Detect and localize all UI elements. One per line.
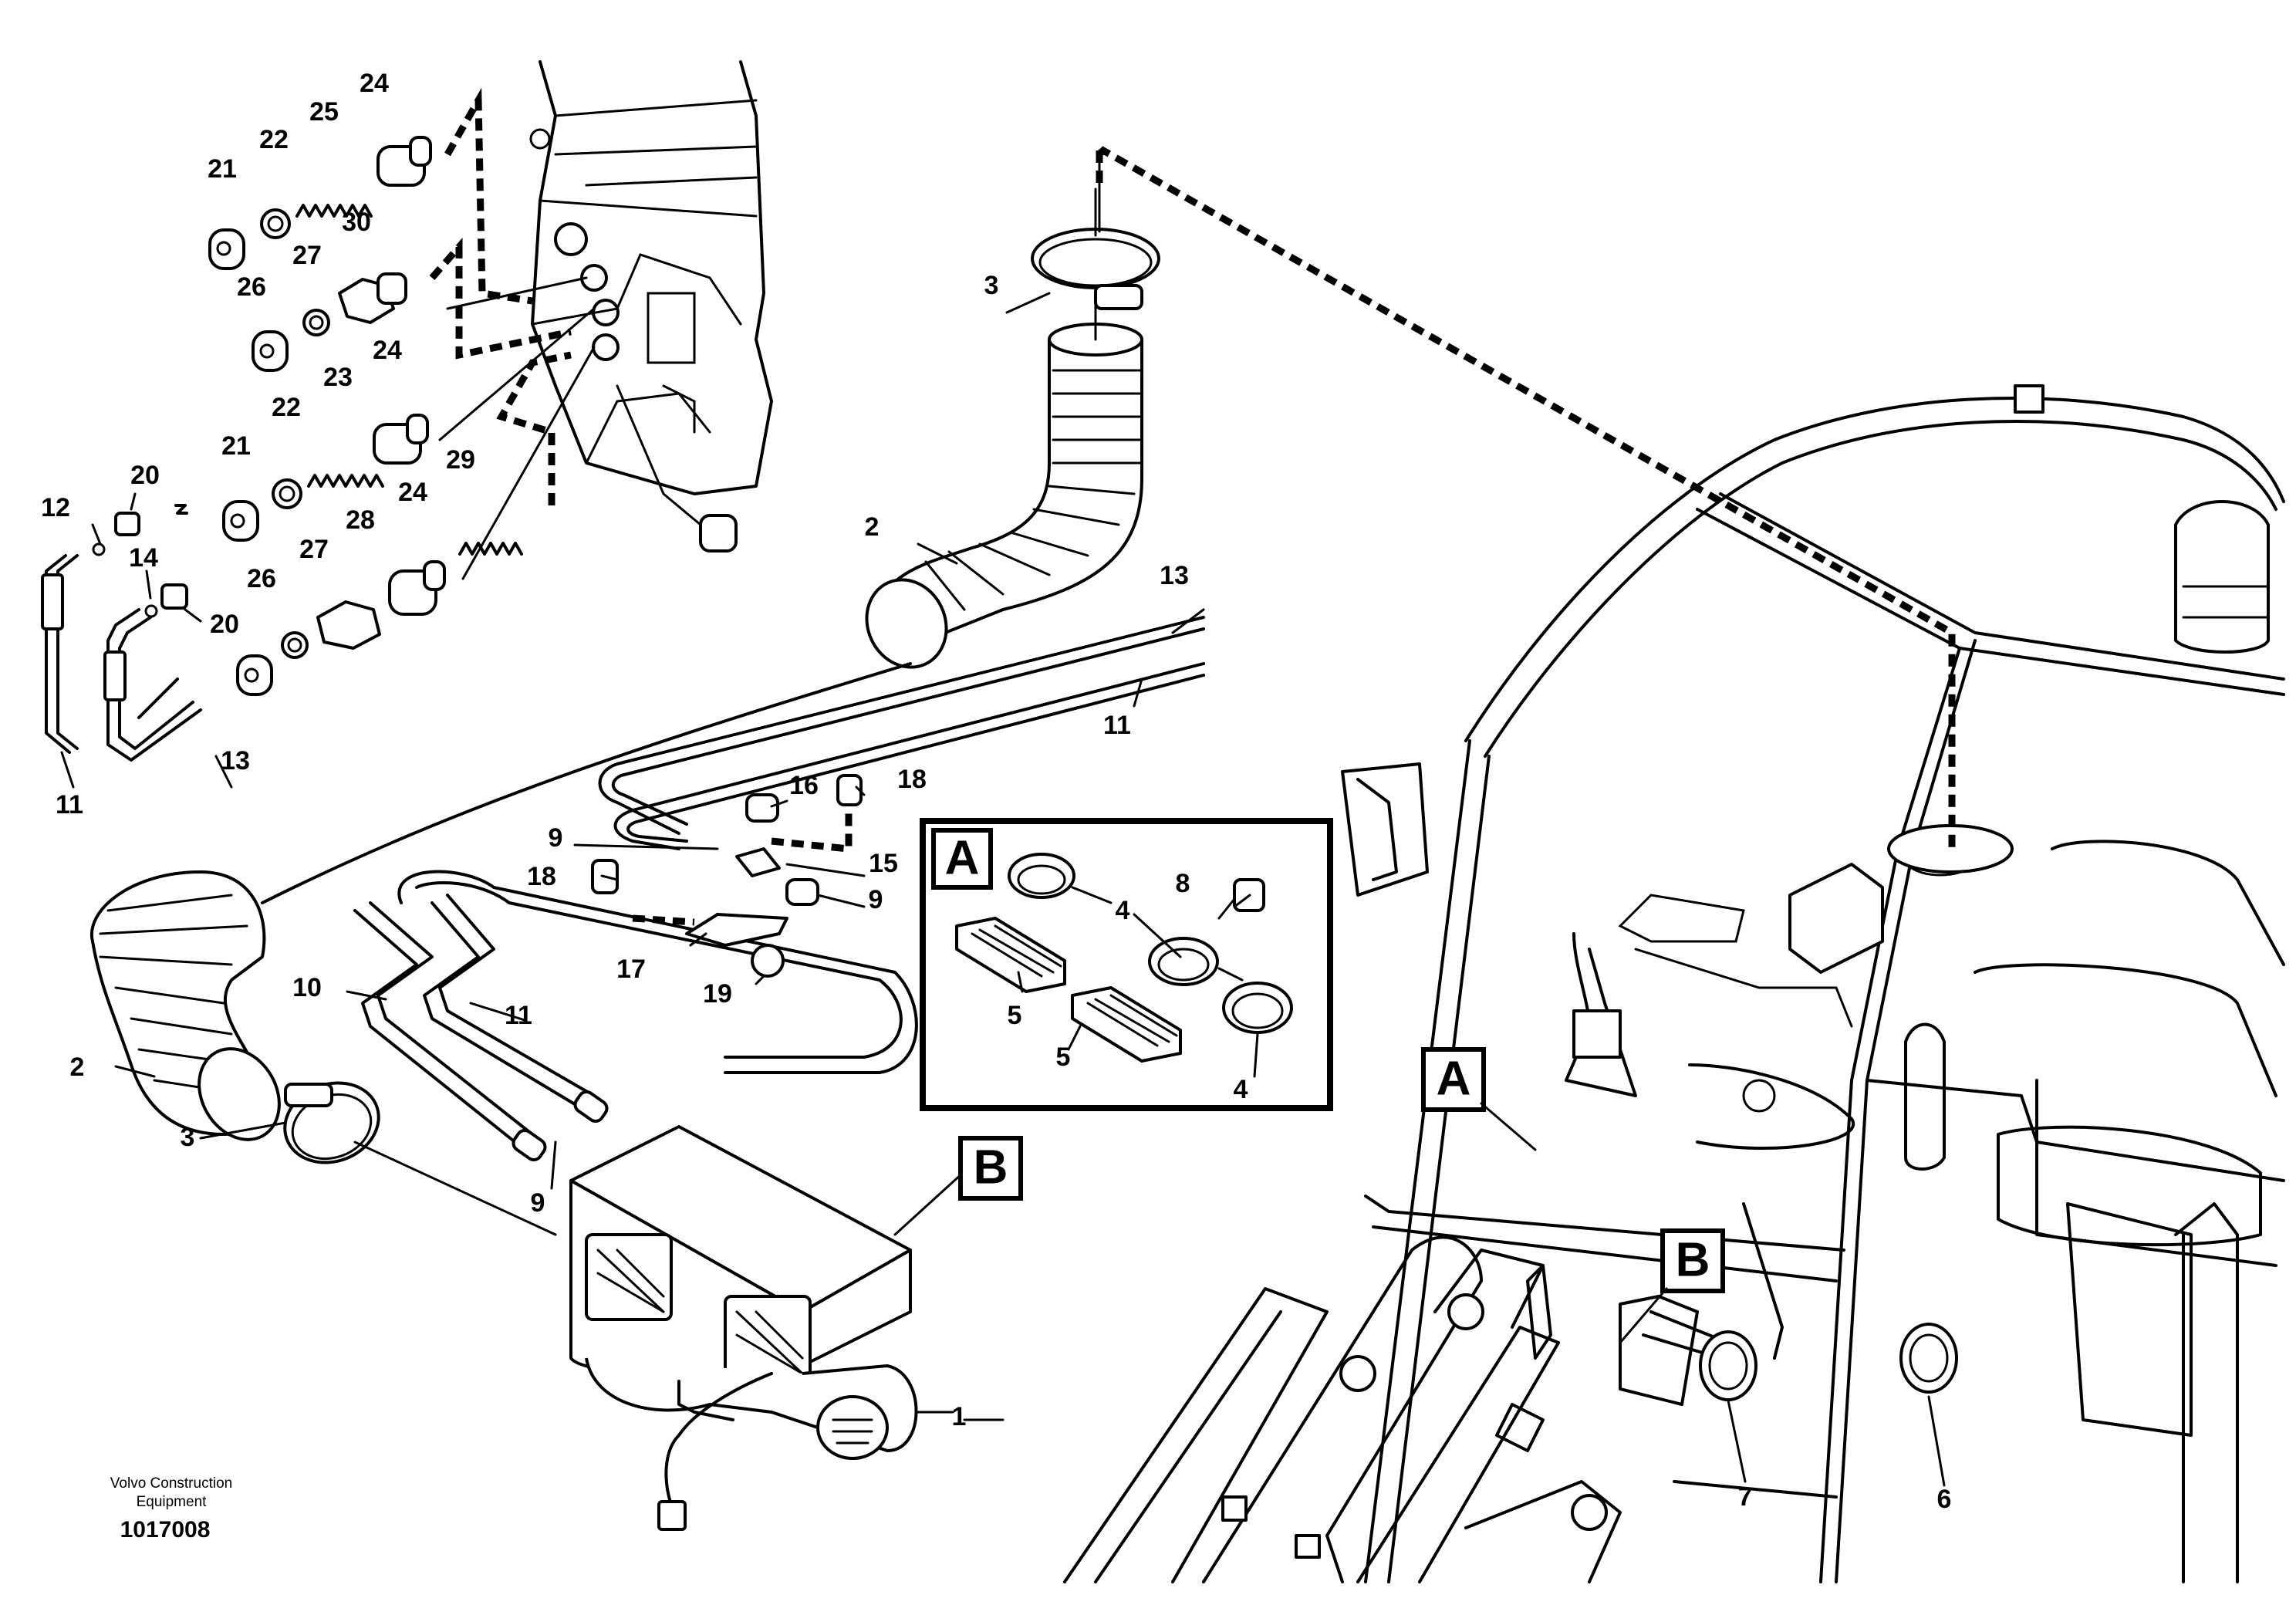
callout-8: 8	[1176, 869, 1190, 898]
detail-box-a-panel	[920, 818, 1333, 1111]
callout-20-low: 20	[210, 610, 239, 639]
callout-16: 16	[789, 771, 819, 800]
callout-11-left: 11	[56, 790, 83, 819]
callout-20-top: 20	[130, 461, 160, 490]
valve-fittings-group	[41, 87, 596, 762]
cab-box-a-label: A	[1437, 1052, 1471, 1105]
callout-18-left: 18	[527, 862, 556, 891]
callout-23: 23	[323, 363, 353, 392]
callout-29: 29	[446, 445, 475, 475]
callout-9-mid: 9	[869, 885, 883, 914]
callout-26-low: 26	[247, 564, 276, 593]
engine-block-drawing	[529, 60, 773, 552]
callout-1: 1	[952, 1402, 967, 1431]
callout-labels: 24 25 22 21 30 27 26 24 23 22 21 29 20 1…	[41, 69, 1951, 1514]
callout-18-right: 18	[897, 765, 927, 794]
callout-13-right: 13	[1160, 561, 1189, 590]
callout-24-mid: 24	[373, 336, 402, 365]
refrigerant-tubes-group	[353, 616, 1205, 1162]
callout-10: 10	[292, 973, 322, 1002]
callout-3-low: 3	[181, 1123, 195, 1152]
callout-21-top: 21	[208, 154, 237, 184]
footer-company-line1: Volvo Construction	[110, 1475, 232, 1492]
callout-9-upper: 9	[549, 823, 563, 853]
callout-9-low: 9	[531, 1188, 545, 1218]
callout-2-low: 2	[70, 1053, 85, 1082]
callout-22-mid: 22	[272, 393, 301, 422]
callout-27-low: 27	[299, 535, 329, 564]
callout-13-left: 13	[221, 746, 250, 776]
cab-box-b-leader	[1619, 1287, 1668, 1344]
callout-leaders	[60, 292, 1946, 1487]
detail-box-b-label: B	[974, 1140, 1008, 1194]
detail-box-b-label-frame	[958, 1136, 1023, 1201]
callout-11-mid: 11	[505, 1001, 532, 1030]
callout-7: 7	[1738, 1482, 1753, 1512]
callout-6: 6	[1937, 1485, 1952, 1514]
air-ducts-group	[89, 188, 1160, 1236]
callout-11-right: 11	[1103, 711, 1131, 740]
cab-box-a-leader	[1480, 1102, 1537, 1151]
callout-12: 12	[41, 493, 70, 522]
cab-box-a-label-frame	[1421, 1047, 1486, 1112]
cab-box-b-label: B	[1676, 1233, 1710, 1286]
callout-24-low: 24	[398, 478, 427, 507]
callout-24-top: 24	[360, 69, 389, 98]
callout-17: 17	[616, 955, 646, 984]
machine-cab-drawing	[1063, 146, 2285, 1583]
callout-14: 14	[129, 543, 158, 573]
callout-28: 28	[346, 505, 375, 535]
callout-3-top: 3	[984, 271, 999, 300]
callout-21-mid: 21	[221, 431, 251, 461]
detail-box-a-label-frame	[931, 828, 993, 890]
callout-30: 30	[342, 208, 371, 237]
cab-box-b-label-frame	[1660, 1228, 1725, 1293]
callout-2-top: 2	[865, 512, 880, 542]
callout-26-top: 26	[237, 272, 266, 302]
callout-5-left: 5	[1008, 1001, 1022, 1030]
callout-4-lower: 4	[1234, 1075, 1248, 1104]
bracket-parts-group	[591, 774, 863, 978]
blower-unit-drawing	[569, 1125, 981, 1531]
callout-15: 15	[869, 849, 898, 878]
callout-27-top: 27	[292, 241, 322, 270]
footer-company-line2: Equipment	[137, 1494, 208, 1510]
callout-22-top: 22	[259, 125, 289, 154]
detail-box-a-label: A	[945, 831, 980, 884]
callout-19: 19	[703, 979, 732, 1009]
footer-drawing-number: 1017008	[120, 1517, 211, 1543]
callout-25: 25	[309, 97, 339, 127]
callout-4-upper: 4	[1116, 896, 1130, 925]
callout-5-right: 5	[1056, 1042, 1071, 1072]
